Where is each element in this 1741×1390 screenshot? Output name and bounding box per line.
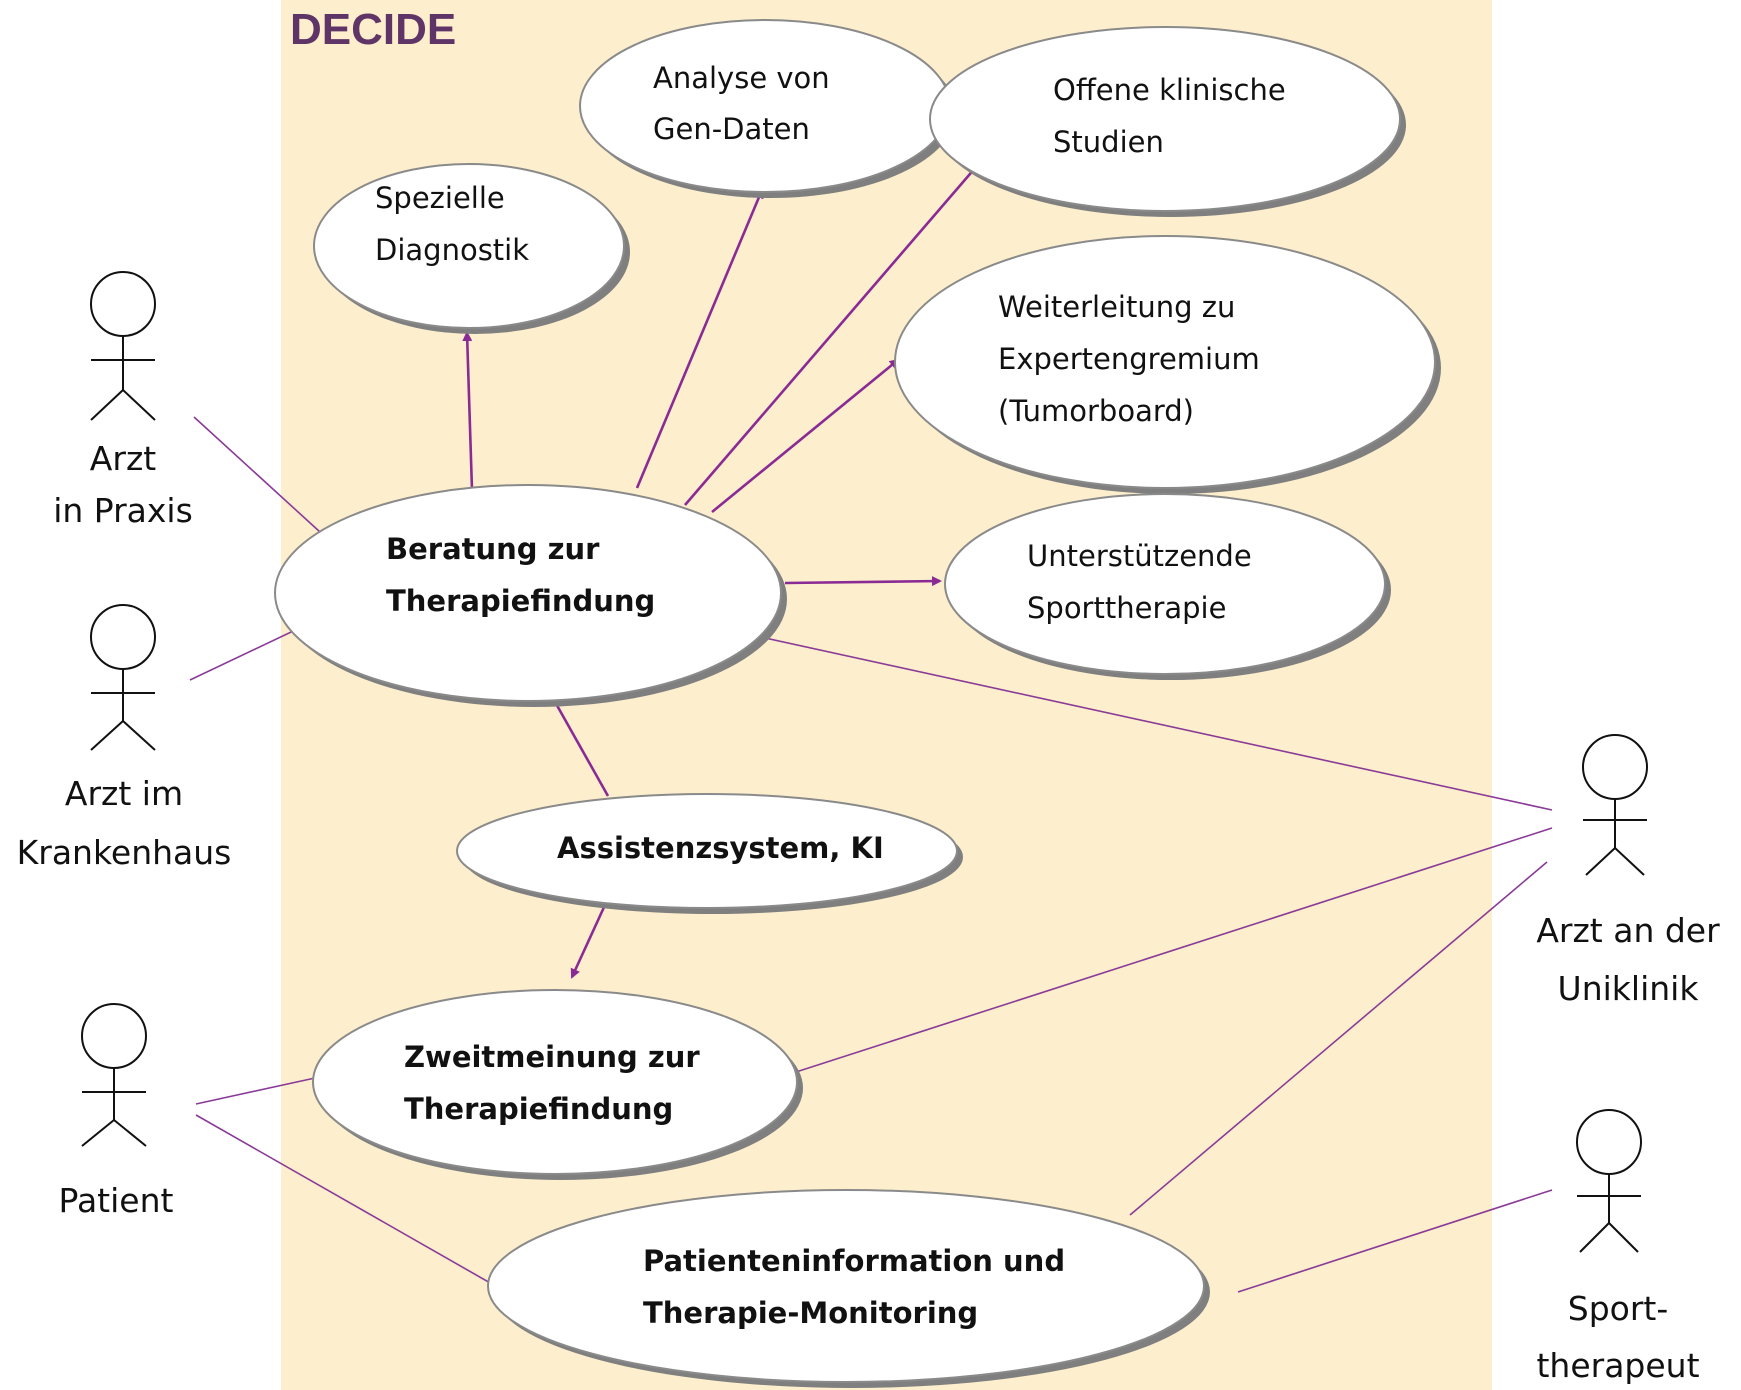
actor-label-line: Krankenhaus bbox=[17, 833, 232, 872]
arrow-beratung-weiterleitung bbox=[711, 358, 900, 514]
actor-head bbox=[81, 1003, 147, 1069]
assoc-uniklinik-patienteninfo bbox=[1129, 861, 1548, 1216]
use-case-label-line: Therapiefindung bbox=[404, 1092, 673, 1126]
relations bbox=[462, 158, 984, 979]
arrow-assistenz-beratung bbox=[548, 691, 610, 797]
actor-label-line: Patient bbox=[59, 1181, 174, 1220]
actor-head bbox=[90, 604, 156, 670]
use-case-weiterleitung-tumorboard[interactable]: Weiterleitung zu Expertengremium (Tumorb… bbox=[894, 235, 1441, 494]
use-case-unterstuetzende-sporttherapie[interactable]: Unterstützende Sporttherapie bbox=[944, 493, 1391, 680]
assoc-uniklinik-beratung bbox=[755, 635, 1553, 811]
actor-patient[interactable]: Patient bbox=[59, 1003, 174, 1220]
use-case-label-line: Unterstützende bbox=[1027, 539, 1252, 573]
use-case-label-line: Therapiefindung bbox=[386, 584, 655, 618]
use-case-label-line: Analyse von bbox=[653, 61, 830, 95]
use-case-label-line: Beratung zur bbox=[386, 532, 600, 566]
use-case-label-line: Spezielle bbox=[375, 181, 505, 215]
actor-label-line: therapeut bbox=[1536, 1346, 1699, 1385]
assoc-krankenhaus-beratung bbox=[189, 623, 309, 681]
use-case-patienteninformation-monitoring[interactable]: Patienteninformation und Therapie-Monito… bbox=[487, 1189, 1210, 1388]
use-case-label-line: Sporttherapie bbox=[1027, 591, 1226, 625]
actor-arzt-im-krankenhaus[interactable]: Arzt im Krankenhaus bbox=[17, 604, 232, 872]
use-case-label-line: Expertengremium bbox=[998, 342, 1260, 376]
assoc-uniklinik-zweitmeinung bbox=[795, 827, 1553, 1073]
actor-head bbox=[1576, 1109, 1642, 1175]
use-case-zweitmeinung-therapiefindung[interactable]: Zweitmeinung zur Therapiefindung bbox=[312, 989, 803, 1180]
actor-label-line: Arzt im bbox=[65, 774, 183, 813]
actor-arzt-an-der-uniklinik[interactable]: Arzt an der Uniklinik bbox=[1536, 734, 1720, 1008]
associations bbox=[189, 416, 1553, 1301]
use-case-offene-studien[interactable]: Offene klinische Studien bbox=[929, 26, 1406, 217]
use-case-label-line: Gen-Daten bbox=[653, 112, 810, 146]
system-title: DECIDE bbox=[290, 5, 456, 54]
use-case-label-line: Assistenzsystem, KI bbox=[557, 831, 884, 865]
actor-label-line: Uniklinik bbox=[1558, 969, 1700, 1008]
use-case-label-line: Patienteninformation und bbox=[643, 1244, 1065, 1278]
arrow-beratung-studien bbox=[684, 158, 984, 506]
assoc-patient-zweitmeinung bbox=[195, 1077, 316, 1105]
use-case-label-line: Diagnostik bbox=[375, 233, 529, 267]
use-case-label-line: Weiterleitung zu bbox=[998, 290, 1235, 324]
actor-head bbox=[90, 271, 156, 337]
actor-label-line: in Praxis bbox=[53, 491, 193, 530]
use-case-assistenzsystem-ki[interactable]: Assistenzsystem, KI bbox=[456, 793, 963, 914]
arrow-assistenz-zweitmeinung bbox=[570, 904, 607, 979]
arrow-beratung-analyse bbox=[635, 188, 764, 489]
actor-label-line: Arzt an der bbox=[1536, 911, 1720, 950]
assoc-patient-patienteninfo bbox=[195, 1114, 521, 1301]
assoc-praxis-beratung bbox=[193, 416, 321, 533]
actor-label-line: Sport- bbox=[1568, 1289, 1669, 1328]
use-case-label-line: Therapie-Monitoring bbox=[643, 1296, 978, 1330]
actor-head bbox=[1582, 734, 1648, 800]
actor-sporttherapeut[interactable]: Sport- therapeut bbox=[1536, 1109, 1700, 1385]
use-case-label-line: Offene klinische bbox=[1053, 73, 1286, 107]
use-case-spezielle-diagnostik[interactable]: Spezielle Diagnostik bbox=[313, 163, 630, 334]
use-case-label-line: Studien bbox=[1053, 125, 1164, 159]
arrow-beratung-sport bbox=[784, 576, 942, 587]
actor-label-line: Arzt bbox=[90, 439, 156, 478]
actor-arzt-in-praxis[interactable]: Arzt in Praxis bbox=[53, 271, 193, 530]
use-case-label-line: (Tumorboard) bbox=[998, 394, 1194, 428]
use-case-analyse-gen-daten[interactable]: Analyse von Gen-Daten bbox=[579, 19, 956, 198]
arrow-beratung-spezielle bbox=[462, 331, 474, 491]
use-case-label-line: Zweitmeinung zur bbox=[404, 1040, 700, 1074]
assoc-sporttherapeut-patienteninfo bbox=[1237, 1189, 1553, 1293]
use-case-beratung-therapiefindung[interactable]: Beratung zur Therapiefindung bbox=[274, 484, 787, 707]
